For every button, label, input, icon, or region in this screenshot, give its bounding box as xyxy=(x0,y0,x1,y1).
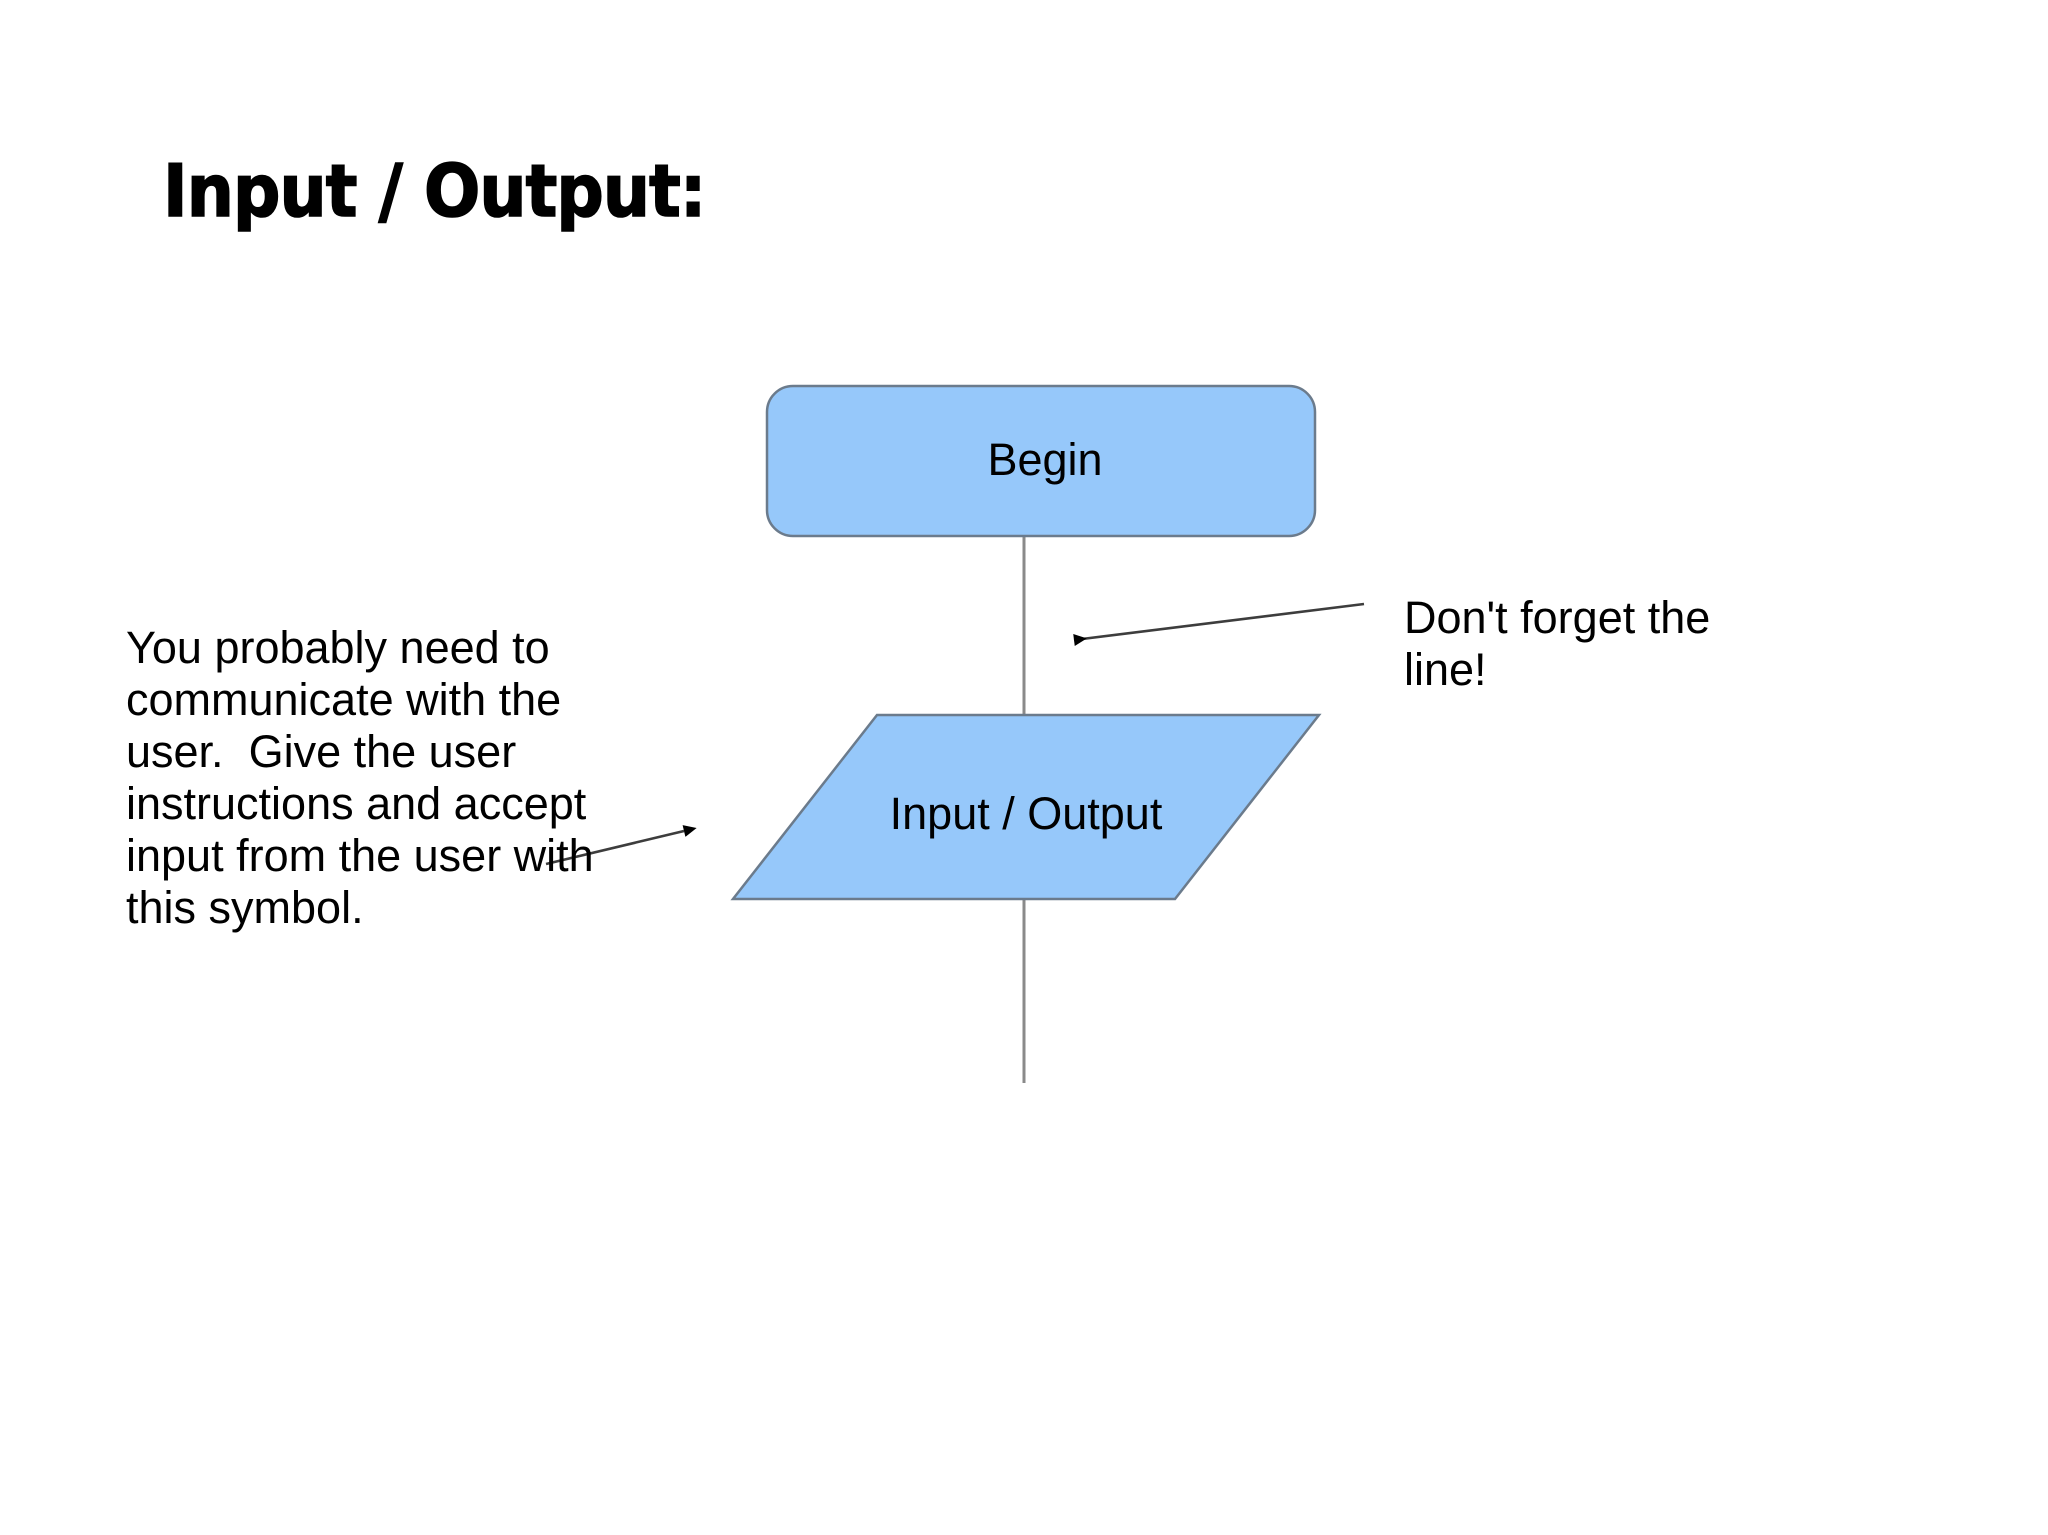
annotation-arrow-right xyxy=(1073,602,1365,646)
node-input-output-label: Input / Output xyxy=(889,788,1163,839)
annotation-right-note: Don't forget the line! xyxy=(1404,592,1723,695)
page-title: Input / Output: xyxy=(162,149,707,233)
node-begin-label: Begin xyxy=(987,434,1103,485)
annotation-left-note: You probably need to communicate with th… xyxy=(126,622,607,933)
